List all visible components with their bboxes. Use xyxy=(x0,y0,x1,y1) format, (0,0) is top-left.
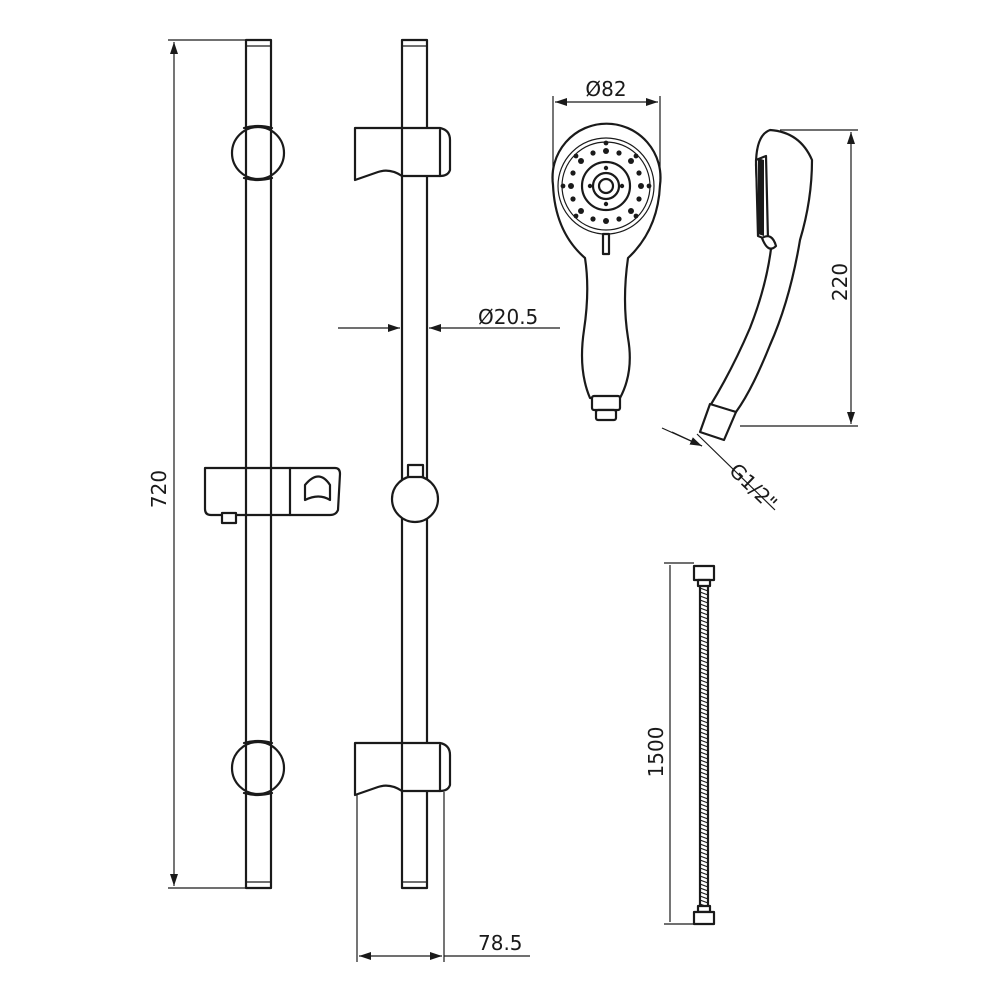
dimension-rail-diameter: Ø20.5 xyxy=(338,305,560,332)
dimension-rail-length: 720 xyxy=(147,39,246,889)
dimension-label-1500: 1500 xyxy=(644,727,668,778)
dimension-thread: G1/2" xyxy=(661,427,783,515)
spray-nozzles xyxy=(560,140,652,224)
dimension-head-diameter: Ø82 xyxy=(552,77,661,180)
dimension-label-head-diameter: Ø82 xyxy=(585,77,626,101)
wall-mount-top-front xyxy=(230,124,286,182)
hand-shower-front-view xyxy=(551,122,662,422)
slider-knob-side xyxy=(390,463,440,524)
hand-shower-side-view xyxy=(698,128,814,442)
dimension-label-720: 720 xyxy=(147,470,171,508)
hose-coil xyxy=(699,587,709,908)
dimension-label-78-5: 78.5 xyxy=(478,931,523,955)
dimension-label-rail-diameter: Ø20.5 xyxy=(478,305,538,329)
rail-side-view xyxy=(353,38,452,890)
dimension-label-thread: G1/2" xyxy=(725,458,783,515)
dimension-hose-length: 1500 xyxy=(644,562,694,925)
rail-front-view xyxy=(203,38,342,890)
wall-bracket-bottom-side xyxy=(353,741,452,797)
shower-hose xyxy=(692,564,716,926)
wall-mount-bottom-front xyxy=(230,739,286,797)
dimension-bracket-projection: 78.5 xyxy=(356,792,530,962)
dimension-handset-length: 220 xyxy=(740,129,858,427)
slider-holder-front xyxy=(203,466,342,525)
wall-bracket-top-side xyxy=(353,126,452,182)
dimension-label-220: 220 xyxy=(828,263,852,301)
